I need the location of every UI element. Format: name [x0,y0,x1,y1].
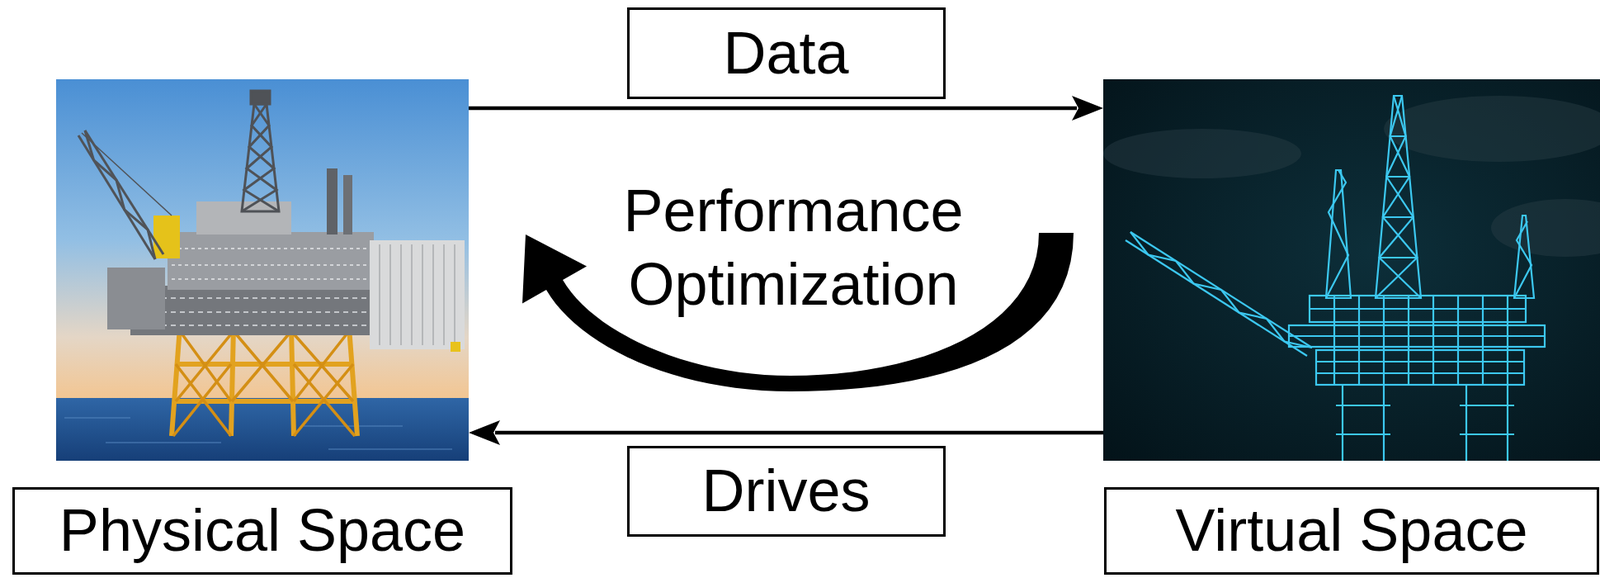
space-label: Physical Space [59,497,466,563]
wireframe-rig [1125,95,1545,461]
wireframe-picture [1103,79,1600,461]
deck-windows [134,297,374,326]
jacket-legs [171,326,358,436]
sea-ripples [64,417,453,449]
space-panel: Physical Space [56,79,469,461]
space-panel: Virtual Space [1103,79,1600,461]
accommodation-lines [379,244,455,345]
crane-cab [153,215,180,259]
flow-arrow [468,420,1104,445]
flag-marker [450,341,461,352]
edge-label-box: Data [627,7,946,100]
flare-stack [343,174,353,235]
derrick-tower [241,90,279,212]
arrow-line [468,106,1077,111]
space-label-box: Physical Space [12,486,513,575]
clouds [1103,95,1600,257]
sea [56,397,469,461]
jacket-bracing [173,330,355,436]
space-label: Virtual Space [1175,497,1529,563]
crane-boom [78,130,172,260]
edge-label-box: Drives [627,445,946,537]
deck-lower [130,285,378,336]
deck-left-module [107,267,166,330]
space-label-box: Virtual Space [1104,486,1600,575]
sky [56,79,469,402]
edge-label: Drives [701,457,870,524]
edge-label: Performance Optimization [612,174,976,322]
flow-arrow [468,95,1104,121]
platform-photo [56,79,469,461]
arrow-head [1071,95,1104,121]
deck-middle-module [167,231,374,290]
arrow-line [495,430,1104,435]
arrow-head [468,420,501,445]
accommodation-module [369,240,465,350]
upper-module [196,201,292,235]
module-lines [171,248,370,279]
edge-label: Data [722,20,849,86]
flare-stack [326,168,338,235]
edge-label-area: Performance Optimization [612,174,976,322]
